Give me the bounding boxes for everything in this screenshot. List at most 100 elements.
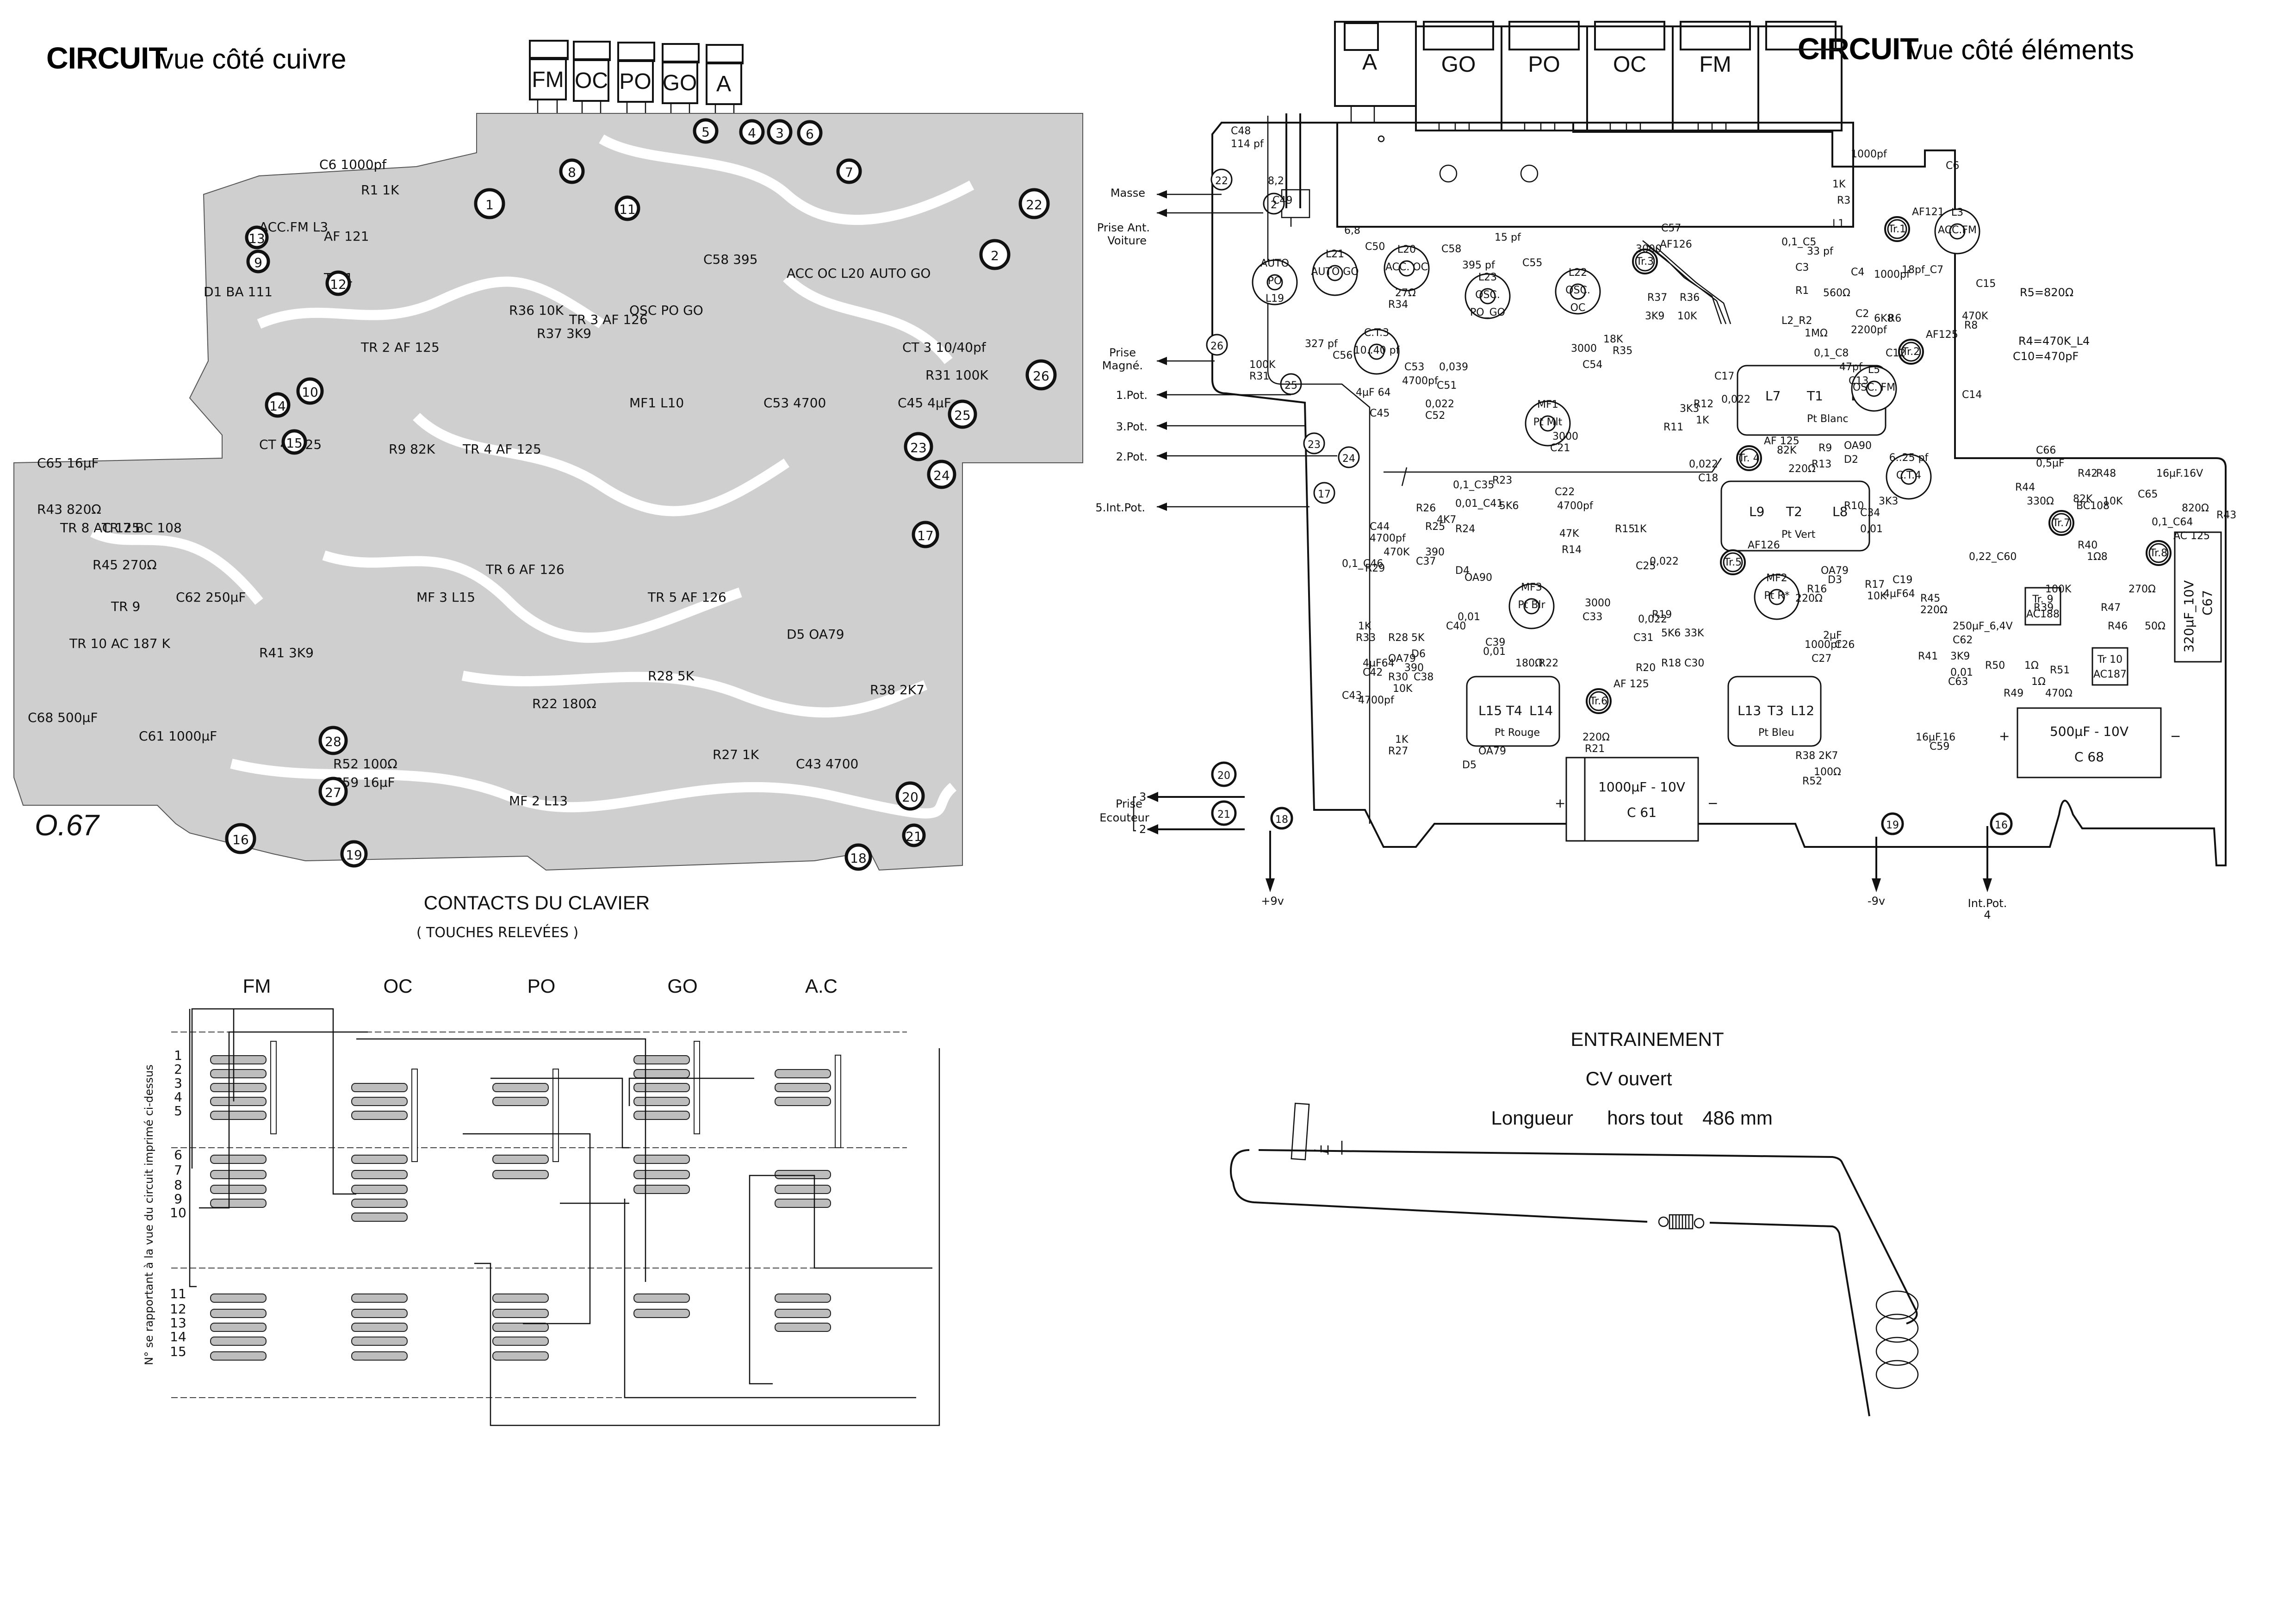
clavier-row-number: 8 xyxy=(174,1177,182,1193)
copper-pad-8: 8 xyxy=(559,158,585,184)
contact-blade xyxy=(775,1170,831,1179)
svg-text:330Ω: 330Ω xyxy=(2027,496,2054,507)
svg-text:L21: L21 xyxy=(1326,249,1344,260)
svg-text:4: 4 xyxy=(748,125,756,141)
svg-text:16µF.16: 16µF.16 xyxy=(1916,732,1955,743)
svg-text:C10=470pF: C10=470pF xyxy=(2013,350,2079,363)
copper-pad-1: 1 xyxy=(474,188,505,219)
svg-text:R45 270Ω: R45 270Ω xyxy=(93,557,157,572)
svg-text:C 61: C 61 xyxy=(1627,805,1657,820)
svg-text:TR 6 AF 126: TR 6 AF 126 xyxy=(485,562,565,577)
svg-text:D5: D5 xyxy=(1462,759,1477,771)
svg-text:C13: C13 xyxy=(1849,375,1868,387)
clavier-row-number: 14 xyxy=(170,1329,186,1344)
ext-prise-ant-voiture: Prise Ant. Voiture 2 xyxy=(1097,193,1285,247)
svg-text:4: 4 xyxy=(1984,908,1991,921)
svg-text:R49: R49 xyxy=(2004,688,2023,699)
svg-text:820Ω: 820Ω xyxy=(2182,503,2209,514)
clavier-subtitle: ( TOUCHES RELEVÉES ) xyxy=(416,924,578,941)
svg-text:R14: R14 xyxy=(1562,544,1582,556)
clavier-row-number: 2 xyxy=(174,1062,182,1077)
svg-text:9: 9 xyxy=(254,255,262,270)
ext-masse: Masse 22 xyxy=(1111,168,1233,199)
clavier-contacts xyxy=(210,1041,841,1361)
svg-text:18pf_C7: 18pf_C7 xyxy=(1902,264,1943,276)
entrainement-subtitle: CV ouvert xyxy=(1586,1068,1672,1089)
svg-text:470K: 470K xyxy=(1384,547,1410,558)
svg-text:10K: 10K xyxy=(1393,683,1413,695)
svg-text:R30: R30 xyxy=(1388,672,1408,683)
svg-text:Tr.5: Tr.5 xyxy=(1724,557,1742,568)
svg-text:R6: R6 xyxy=(1888,313,1901,324)
svg-text:OA90: OA90 xyxy=(1844,440,1872,452)
contact-blade xyxy=(633,1170,690,1179)
svg-text:L22: L22 xyxy=(1569,267,1587,279)
svg-text:100Ω: 100Ω xyxy=(1814,766,1841,778)
svg-text:L14: L14 xyxy=(1529,703,1553,718)
svg-text:OC: OC xyxy=(1570,302,1586,314)
svg-text:R42: R42 xyxy=(2078,468,2097,479)
svg-text:ACC OC L20: ACC OC L20 xyxy=(787,266,864,281)
svg-text:C48: C48 xyxy=(1231,125,1251,137)
svg-text:Tr.8: Tr.8 xyxy=(2149,547,2167,559)
svg-text:10K: 10K xyxy=(2103,496,2123,507)
svg-text:R43 820Ω: R43 820Ω xyxy=(37,502,101,517)
svg-text:2µF: 2µF xyxy=(1823,630,1842,641)
svg-text:1: 1 xyxy=(485,197,494,212)
svg-text:L12: L12 xyxy=(1791,703,1814,718)
svg-text:C65 16µF: C65 16µF xyxy=(37,455,99,471)
svg-text:R28: R28 xyxy=(1388,632,1408,644)
svg-text:220Ω: 220Ω xyxy=(1920,604,1948,616)
contact-blade xyxy=(492,1351,549,1361)
svg-text:OSC.: OSC. xyxy=(1475,289,1500,301)
contact-blade xyxy=(210,1069,267,1078)
contact-bar xyxy=(552,1069,559,1162)
svg-text:C56: C56 xyxy=(1333,350,1353,361)
svg-text:4µF64: 4µF64 xyxy=(1363,658,1395,669)
svg-text:23: 23 xyxy=(1308,439,1321,451)
contact-bar xyxy=(411,1069,418,1162)
svg-text:0,1_C64: 0,1_C64 xyxy=(2152,516,2193,528)
copper-pad-13: 13 xyxy=(245,225,269,249)
svg-text:13: 13 xyxy=(248,231,265,246)
part-r43v: 820Ω 0,1_C64 xyxy=(2152,503,2209,528)
svg-text:R33: R33 xyxy=(1356,632,1376,644)
svg-text:C31: C31 xyxy=(1633,632,1653,644)
svg-text:19: 19 xyxy=(1886,820,1899,831)
svg-text:C53 4700: C53 4700 xyxy=(763,395,826,410)
svg-text:R41 3K9: R41 3K9 xyxy=(259,645,314,660)
svg-text:Tr.7: Tr.7 xyxy=(2052,517,2070,529)
contact-blade xyxy=(351,1097,408,1106)
svg-text:D2: D2 xyxy=(1844,454,1858,466)
svg-text:10K: 10K xyxy=(1867,591,1887,602)
contact-blade xyxy=(210,1337,267,1346)
ext-5-int-pot: 5.Int.Pot. 17 xyxy=(1095,482,1335,514)
svg-text:0,01: 0,01 xyxy=(1860,523,1883,535)
svg-text:R19: R19 xyxy=(1652,609,1672,621)
copper-pad-21: 21 xyxy=(902,823,926,847)
svg-text:17: 17 xyxy=(1318,489,1331,500)
svg-text:Tr. 4: Tr. 4 xyxy=(1738,453,1759,464)
svg-text:R21: R21 xyxy=(1585,743,1605,755)
tuner-block xyxy=(1281,113,1854,228)
contact-blade xyxy=(351,1351,408,1361)
svg-text:Prise: Prise xyxy=(1109,346,1136,359)
contact-bar xyxy=(270,1041,277,1134)
copper-pad-28: 28 xyxy=(318,726,348,755)
copper-key-oc: OC xyxy=(573,41,611,102)
svg-text:10K: 10K xyxy=(1677,311,1697,322)
ext-1-pot: 1.Pot. 25 xyxy=(1116,373,1302,402)
svg-text:15 pf: 15 pf xyxy=(1495,232,1521,243)
supply-int-pot: 16 Int.Pot. 4 xyxy=(1968,812,2013,921)
